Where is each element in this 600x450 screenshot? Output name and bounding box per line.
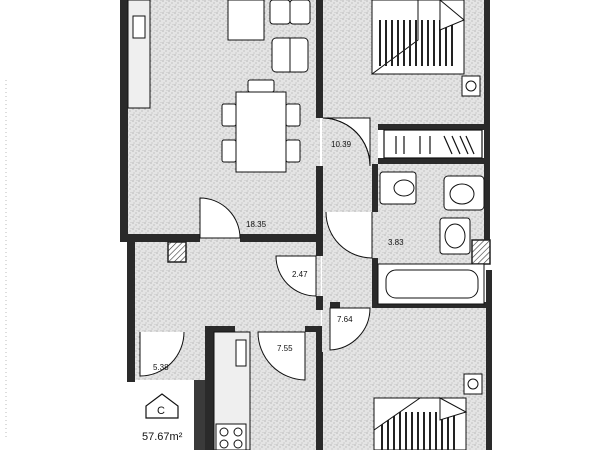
bed-bottom-pillow <box>439 397 468 421</box>
wall-living-east-upper <box>316 0 323 118</box>
bathtub-inner <box>385 269 479 299</box>
dining-chair-n <box>247 79 275 93</box>
door-living <box>199 197 241 239</box>
unit-marker: C 57.67m² <box>142 393 183 443</box>
burner-3 <box>219 439 229 449</box>
area-label-corridor: 7.55 <box>277 344 293 353</box>
wall-living-south-east <box>240 234 322 242</box>
wardrobe <box>383 129 483 159</box>
wall-living-west <box>120 0 128 242</box>
area-label-bedroom-top: 10.39 <box>331 140 352 149</box>
kitchen-sink-icon <box>235 339 247 367</box>
area-label-living: 18.35 <box>246 220 267 229</box>
bedroom-bottom-furniture <box>373 373 483 450</box>
wall-kitchen-east <box>316 326 322 450</box>
armchair-1 <box>269 0 291 25</box>
dining-chair-e1 <box>285 103 301 127</box>
area-label-hall: 2.47 <box>292 270 308 279</box>
wall-bath-west-upper <box>372 164 378 212</box>
door-kitchen <box>257 331 306 381</box>
wall-kitchen-north-east <box>305 326 322 332</box>
wall-bedroom-bottom-north-west <box>330 302 340 308</box>
lamp-bottom-icon <box>467 378 479 390</box>
door-hall <box>275 255 317 297</box>
area-label-bedroom-bottom: 7.64 <box>337 315 353 324</box>
door-bath-arc <box>325 211 373 259</box>
bathroom-fixtures <box>377 171 485 305</box>
walls <box>120 0 492 450</box>
wall-entry-west <box>127 242 135 382</box>
house-icon <box>145 393 179 419</box>
bed-top-stripes <box>379 20 453 66</box>
unit-area: 57.67m² <box>142 431 183 443</box>
burner-4 <box>233 439 243 449</box>
wall-bedroom-top-south <box>378 124 490 130</box>
living-furniture <box>127 0 311 173</box>
wall-entry-corner <box>127 374 135 382</box>
sink-icon <box>132 15 146 39</box>
unit-letter: C <box>157 405 165 417</box>
kitchen-fixtures <box>213 331 251 450</box>
wall-living-east-lower <box>316 166 323 242</box>
armchair-2 <box>289 0 311 25</box>
wall-kitchen-north <box>205 326 235 332</box>
wall-bath-west-lower <box>372 258 378 308</box>
wall-bath-north <box>378 158 488 164</box>
area-label-entry: 5.38 <box>153 363 169 372</box>
bed-top-sheet <box>371 0 419 75</box>
wall-hall-east-a <box>316 242 323 256</box>
door-bedroom-top-arc <box>322 117 371 167</box>
shaft-bath <box>471 239 491 265</box>
wall-bedroom-bottom-north <box>372 302 492 308</box>
door-bedroom-bottom <box>329 307 371 351</box>
doors <box>139 117 373 381</box>
bed-bottom-stripes <box>381 412 455 450</box>
bed-bottom-sheet <box>373 397 422 431</box>
dining-chair-w2 <box>221 139 237 163</box>
toilet-bowl <box>449 183 475 205</box>
burner-1 <box>219 427 229 437</box>
dining-chair-e2 <box>285 139 301 163</box>
washbasin-bowl <box>444 223 466 249</box>
dining-chair-w1 <box>221 103 237 127</box>
wall-dark-block <box>194 380 205 450</box>
area-label-bathroom: 3.83 <box>388 238 404 247</box>
shaft-living <box>167 241 187 263</box>
dining-table <box>235 91 287 173</box>
wall-living-south-west <box>120 234 200 242</box>
lamp-top-icon <box>465 80 477 92</box>
wall-kitchen-west <box>205 330 214 450</box>
wall-east-lower <box>486 270 492 450</box>
burner-2 <box>233 427 243 437</box>
bidet-bowl <box>393 179 415 197</box>
bedroom-top-furniture <box>371 0 481 97</box>
wall-hall-east-b <box>316 296 323 310</box>
bed-top-pillow <box>439 0 465 31</box>
wall-east-upper <box>484 0 490 240</box>
sideboard <box>227 0 265 41</box>
door-entry-arc <box>139 331 185 377</box>
